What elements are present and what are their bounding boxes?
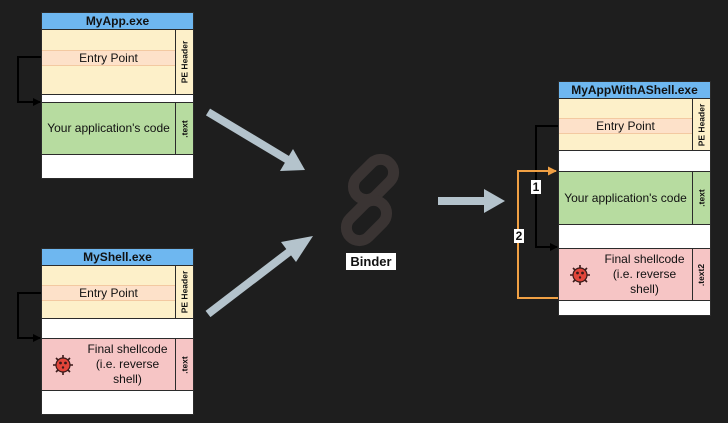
result-pe-header-label: PE Header xyxy=(696,103,707,146)
step-2-label: 2 xyxy=(514,229,524,243)
result-pe-header: Entry Point PE Header xyxy=(559,99,710,151)
result-text-section: Your application's code .text xyxy=(559,171,710,225)
result-text2-label: .text2 xyxy=(696,263,707,286)
myapp-text-label: .text xyxy=(179,119,190,138)
myapp-pe-header-label: PE Header xyxy=(179,40,190,84)
myshell-pe-header-label: PE Header xyxy=(179,270,190,314)
myshell-entry-connector xyxy=(17,292,41,342)
myshell-title: MyShell.exe xyxy=(42,249,193,266)
myshell-shellcode-line1: Final shellcode xyxy=(87,342,168,356)
myapp-title: MyApp.exe xyxy=(42,13,193,30)
result-text2-section: Final shellcode(i.e. reverse shell) .tex… xyxy=(559,248,710,301)
myshell-entry-point: Entry Point xyxy=(42,285,175,301)
result-title: MyAppWithAShell.exe xyxy=(559,82,710,99)
myshell-exe-box: MyShell.exe Entry Point PE Header Final … xyxy=(41,248,194,415)
myapp-entry-connector xyxy=(17,56,41,106)
binder-label: Binder xyxy=(346,253,396,270)
result-code-label: Your application's code xyxy=(564,190,687,205)
virus-icon xyxy=(570,264,590,285)
myshell-text-label: .text xyxy=(179,355,190,374)
myapp-text-section: Your application's code .text xyxy=(42,102,193,155)
result-shellcode-line1: Final shellcode xyxy=(604,252,685,266)
myshell-pe-header: Entry Point PE Header xyxy=(42,266,193,319)
arrow-myshell-to-binder xyxy=(205,236,313,318)
myapp-entry-point: Entry Point xyxy=(42,50,175,66)
result-exe-box: MyAppWithAShell.exe Entry Point PE Heade… xyxy=(558,81,711,316)
myshell-text-section: Final shellcode(i.e. reverse shell) .tex… xyxy=(42,338,193,391)
result-entry-point: Entry Point xyxy=(559,118,692,134)
arrow-binder-to-result xyxy=(438,189,505,213)
myapp-code-label: Your application's code xyxy=(47,121,170,135)
chain-link-icon xyxy=(340,153,400,247)
myshell-shellcode-line2: (i.e. reverse shell) xyxy=(95,357,160,386)
result-shellcode-line2: (i.e. reverse shell) xyxy=(612,267,677,296)
result-text-label: .text xyxy=(696,189,707,207)
myapp-pe-header: Entry Point PE Header xyxy=(42,30,193,95)
myapp-exe-box: MyApp.exe Entry Point PE Header Your app… xyxy=(41,12,194,179)
virus-icon xyxy=(53,354,73,375)
arrow-myapp-to-binder xyxy=(205,108,305,171)
step-1-label: 1 xyxy=(531,180,541,194)
